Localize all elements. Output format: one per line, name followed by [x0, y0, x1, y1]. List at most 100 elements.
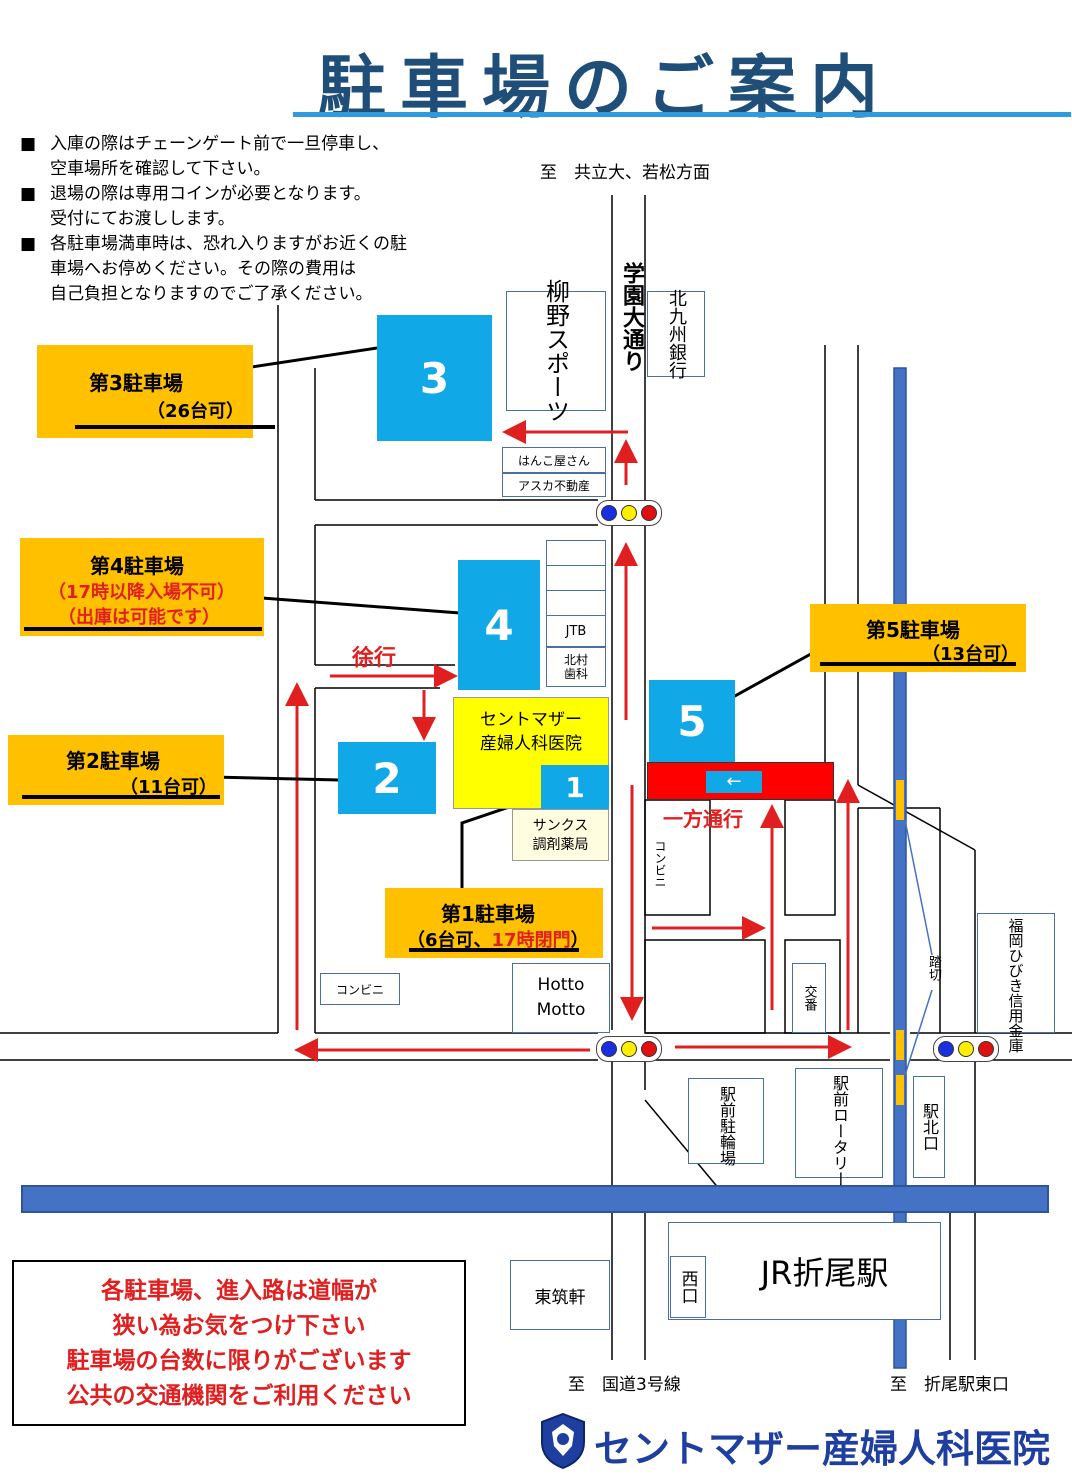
building-rotary: 駅前ロータリー	[795, 1068, 883, 1187]
rotary-label: 駅前ロータリー	[830, 1075, 849, 1187]
lot-4-label: 第4駐車場 （17時以降入場不可） （出庫は可能です）	[20, 538, 264, 636]
lot-2-name: 第2駐車場	[66, 749, 160, 773]
building-jtb: JTB	[546, 615, 606, 647]
lot-4-detail-2: （出庫は可能です）	[58, 607, 220, 628]
rail-horizontal	[21, 1185, 1049, 1213]
lot-4-detail-1: （17時以降入場不可）	[48, 582, 236, 603]
logo-text: セントマザー産婦人科医院	[594, 1427, 1051, 1471]
note-2-line-1: 退場の際は専用コインが必要となります。	[20, 182, 407, 207]
notice-line-3: 駐車場の台数に限りがございます	[66, 1348, 412, 1374]
lot-4-number: 4	[484, 600, 514, 650]
light-blue-icon	[938, 1041, 954, 1057]
fukuoka-bank-label: 福岡ひびき信用金庫	[1006, 918, 1025, 1053]
building-block-3	[546, 590, 606, 616]
notice-line-2: 狭い為お気をつけ下さい	[112, 1313, 366, 1339]
lot-3-name: 第3駐車場	[89, 371, 183, 395]
light-red-icon	[641, 505, 657, 521]
building-block-1	[546, 540, 606, 566]
parking-lot-5[interactable]: 5	[649, 680, 735, 762]
lot-2-underline	[22, 795, 220, 799]
building-kitamura-dental: 北村 歯科	[546, 647, 606, 687]
direction-south-east: 至 折尾駅東口	[890, 1375, 1009, 1395]
street-name: 学園大通り	[619, 262, 644, 372]
light-blue-icon	[601, 505, 617, 521]
hospital-line-2: 産婦人科医院	[480, 734, 582, 754]
lot-5-number: 5	[677, 696, 707, 746]
nishi-exit-label: 西口	[677, 1270, 698, 1304]
kita-exit-label: 駅北口	[920, 1103, 939, 1151]
light-yellow-icon	[621, 1041, 637, 1057]
note-3-line-1: 各駐車場満車時は、恐れ入りますがお近くの駐	[20, 232, 407, 257]
lot-3-number: 3	[419, 353, 450, 403]
lot-1-detail: （6台可、17時閉門）	[407, 926, 589, 952]
slow-label: 徐行	[352, 646, 397, 671]
light-yellow-icon	[958, 1041, 974, 1057]
note-3-line-3: 自己負担となりますのでご了承ください。	[50, 284, 373, 304]
notes: 入庫の際はチェーンゲート前で一旦停車し、 空車場所を確認して下さい。 退場の際は…	[20, 132, 407, 307]
building-fukuoka-bank: 福岡ひびき信用金庫	[977, 913, 1055, 1053]
road-lines	[0, 195, 1072, 1360]
lot-5-underline	[820, 662, 1016, 666]
nishi-exit: 西口	[670, 1256, 706, 1318]
building-higashi: 東筑軒	[510, 1260, 610, 1330]
lot-1-underline	[409, 948, 579, 952]
building-conveni-west: コンビニ	[320, 973, 400, 1005]
lot-5-detail: （13台可）	[922, 644, 1020, 665]
lot-1-name: 第1駐車場	[441, 902, 535, 926]
direction-north: 至 共立大、若松方面	[540, 163, 710, 183]
bicycle-label: 駅前駐輪場	[717, 1086, 736, 1166]
hotto-line-2: Motto	[536, 1000, 586, 1020]
lot-5-label: 第5駐車場 （13台可）	[810, 604, 1026, 672]
crossing-text: 踏切	[926, 955, 941, 981]
lot-1-label: 第1駐車場 （6台可、17時閉門）	[385, 888, 603, 958]
building-yanagino-sports: 柳野スポーツ	[506, 279, 606, 423]
hotto-line-1: Hotto	[537, 975, 585, 995]
building-sunkus: サンクス 調剤薬局	[512, 809, 609, 861]
notice-line-4: 公共の交通機関をご利用ください	[66, 1383, 412, 1409]
note-1-line-1: 入庫の際はチェーンゲート前で一旦停車し、	[20, 132, 407, 157]
traffic-arrows	[285, 420, 860, 1062]
lot-1-number: 1	[565, 770, 585, 804]
building-bicycle-parking: 駅前駐輪場	[688, 1078, 764, 1166]
parking-lot-1[interactable]: 1	[541, 765, 609, 809]
station-label: JR折尾駅	[760, 1254, 889, 1292]
building-hanko: はんこ屋さん	[502, 447, 606, 473]
conveni-east-label: コンビニ	[653, 840, 667, 888]
one-way-bar: ←	[647, 762, 834, 800]
notice-line-1: 各駐車場、進入路は道幅が	[101, 1278, 377, 1304]
koban-label: 交番	[801, 985, 817, 1011]
crossing-label: 踏切	[924, 955, 943, 985]
light-yellow-icon	[621, 505, 637, 521]
station-building: JR折尾駅	[668, 1222, 941, 1320]
one-way-arrow-icon: ←	[706, 771, 762, 793]
lot-1-detail-b: 17時閉門	[491, 930, 571, 951]
lot-2-detail: （11台可）	[120, 777, 218, 798]
parking-lot-2[interactable]: 2	[338, 742, 436, 814]
building-kitakyushu-bank-label: 北九州銀行	[666, 289, 687, 379]
traffic-light-south	[596, 1036, 662, 1062]
traffic-light-north	[596, 500, 662, 526]
lot-3-underline	[75, 425, 275, 429]
building-kita-exit: 駅北口	[913, 1076, 945, 1178]
kitamura-line-2: 歯科	[563, 667, 588, 681]
title-underline	[293, 112, 1071, 117]
lot-3-detail: （26台可）	[147, 401, 245, 422]
sunkus-line-1: サンクス	[532, 818, 589, 834]
light-blue-icon	[601, 1041, 617, 1057]
rail-vertical	[893, 367, 907, 1369]
kitamura-line-1: 北村	[563, 653, 588, 667]
notice-box: 各駐車場、進入路は道幅が 狭い為お気をつけ下さい 駐車場の台数に限りがございます…	[12, 1260, 466, 1426]
note-3-line-2: 車場へお停めください。その際の費用は	[50, 259, 356, 279]
direction-south-west: 至 国道3号線	[568, 1375, 681, 1395]
building-kitakyushu-bank: 北九州銀行	[647, 289, 705, 379]
lot-4-underline	[24, 627, 262, 631]
traffic-light-east	[933, 1036, 999, 1062]
one-way-label: 一方通行	[663, 807, 743, 831]
lot-2-label: 第2駐車場 （11台可）	[8, 735, 224, 805]
parking-lot-3[interactable]: 3	[377, 315, 492, 441]
note-2-line-2: 受付にてお渡しします。	[50, 209, 235, 229]
building-hotto-motto: Hotto Motto	[512, 963, 610, 1033]
building-block-2	[546, 565, 606, 591]
parking-lot-4[interactable]: 4	[458, 560, 540, 690]
note-1-line-2: 空車場所を確認して下さい。	[50, 159, 271, 179]
